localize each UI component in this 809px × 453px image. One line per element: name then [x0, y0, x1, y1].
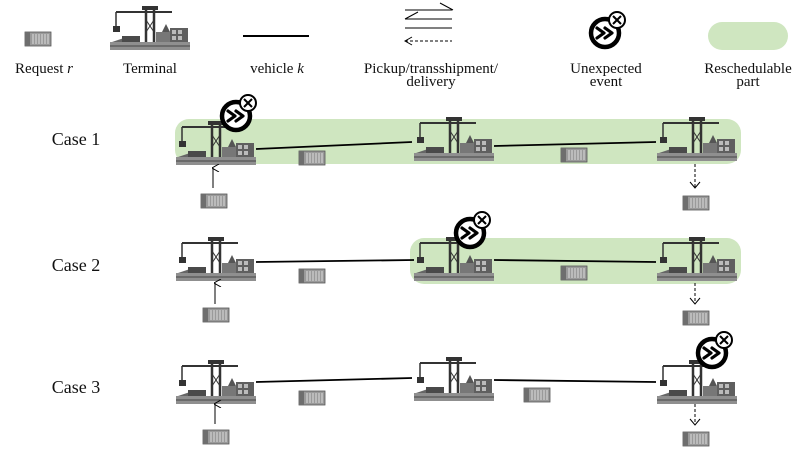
terminal-icon — [412, 355, 496, 403]
route-segment — [255, 259, 415, 263]
container-icon — [202, 307, 230, 323]
legend-terminal-label: Terminal — [123, 61, 177, 77]
route-segment — [493, 141, 657, 147]
clock-cancel-icon — [591, 12, 625, 47]
container-icon — [298, 390, 326, 406]
legend-event-label-line2: event — [589, 74, 623, 90]
legend-ops-label-line2: delivery — [406, 74, 456, 90]
route-segment — [493, 379, 657, 383]
clock-cancel-icon — [698, 332, 732, 367]
legend-vehicle-label: vehicle k — [232, 62, 322, 77]
arrows-icon — [403, 2, 454, 46]
legend-ops-label-line1: Pickup/transshipment/ — [363, 61, 499, 77]
terminal-icon — [174, 235, 258, 283]
container-icon — [682, 310, 710, 326]
container-icon — [682, 195, 710, 211]
route-segment — [255, 141, 413, 150]
container-icon — [202, 429, 230, 445]
terminal-icon — [174, 358, 258, 406]
container-icon — [682, 431, 710, 447]
legend-vehicle-text: vehicle — [250, 61, 298, 77]
legend-request-text: Request — [15, 61, 68, 77]
route-segment — [493, 259, 657, 263]
highlight-box-legend — [708, 22, 788, 50]
legend-resched-label-line2: part — [736, 74, 760, 90]
legend-request-var: r — [67, 61, 73, 77]
case-3-label: Case 3 — [51, 377, 101, 397]
container-icon — [298, 150, 326, 166]
container-icon — [523, 387, 551, 403]
terminal-icon — [655, 358, 739, 406]
legend-request-label: Request r — [4, 62, 84, 77]
case-1-label: Case 1 — [51, 129, 101, 149]
legend-resched-label-line1: Reschedulable — [704, 61, 792, 77]
container-icon — [24, 31, 52, 47]
container-icon — [298, 268, 326, 284]
terminal-crane-icon — [108, 4, 192, 52]
route-segment — [255, 377, 413, 383]
container-icon — [560, 265, 588, 281]
container-icon — [200, 193, 228, 209]
legend-vehicle-var: k — [297, 61, 304, 77]
case-2-label: Case 2 — [51, 255, 101, 275]
legend-event-label-line1: Unexpected — [570, 61, 642, 77]
container-icon — [560, 147, 588, 163]
